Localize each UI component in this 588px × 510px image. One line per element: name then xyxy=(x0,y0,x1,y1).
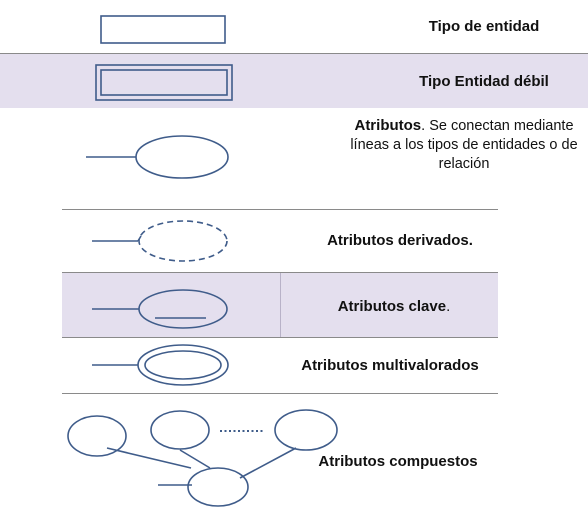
attributes-label: Atributos xyxy=(354,117,422,134)
key-attributes-label-suffix: . xyxy=(446,298,451,315)
separator-line xyxy=(62,393,498,394)
separator-line xyxy=(62,209,498,210)
key-attributes-label: Atributos clave. xyxy=(290,297,498,317)
multivalued-attributes-label: Atributos multivalorados xyxy=(301,357,479,374)
attributes-description: Atributos. Se conectan mediante líneas a… xyxy=(344,116,584,174)
key-attributes-label-text: Atributos clave xyxy=(337,298,447,315)
composite-attributes-label: Atributos compuestos xyxy=(318,453,478,470)
separator-line xyxy=(62,337,498,338)
weak-entity-row-band xyxy=(0,54,588,108)
weak-entity-double-rectangle xyxy=(95,64,233,101)
separator-line xyxy=(0,53,588,54)
attribute-symbol xyxy=(86,135,229,179)
separator-line xyxy=(62,272,498,273)
weak-entity-type-label: Tipo Entidad débil xyxy=(419,73,549,90)
key-row-divider xyxy=(280,273,281,337)
derived-attribute-symbol xyxy=(92,220,228,262)
attributes-description-text: . Se conectan mediante líneas a los tipo… xyxy=(350,118,578,172)
entity-rectangle xyxy=(100,15,226,44)
key-attribute-symbol xyxy=(92,289,228,329)
composite-attribute-symbol xyxy=(67,409,338,507)
multivalued-attribute-symbol xyxy=(92,344,229,386)
derived-attributes-label: Atributos derivados. xyxy=(327,232,473,249)
entity-type-label: Tipo de entidad xyxy=(428,18,540,35)
